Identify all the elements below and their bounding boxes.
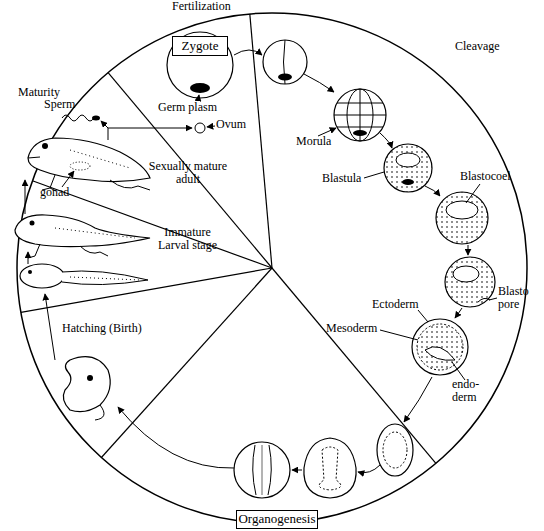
flow-arrow: [292, 470, 302, 471]
hatchling-eye: [87, 375, 93, 381]
sperm-tail: [62, 115, 94, 121]
neural-tube-embryo: [234, 442, 290, 498]
leader-line: [489, 298, 497, 300]
morula: [334, 89, 386, 141]
flow-arrow: [425, 186, 440, 196]
stage-label: Germ plasm: [158, 101, 238, 114]
cleavage-furrow: [334, 89, 386, 141]
stage-label: Blasto pore: [498, 285, 538, 311]
frog-leg: [28, 244, 108, 258]
leader-arrow: [207, 126, 215, 127]
blastocoel-cavity: [446, 201, 478, 219]
neural-fold-embryo: [304, 438, 356, 498]
stage-label: Cleavage: [455, 40, 525, 53]
germ-layer: [417, 324, 463, 370]
stage-box: Organogenesis: [236, 510, 318, 529]
flow-arrow: [404, 377, 432, 422]
box-text: Zygote: [182, 39, 219, 53]
stage-label: gonad: [40, 186, 85, 199]
early-gastrula: [445, 257, 495, 307]
stage-label: Hatching (Birth): [62, 322, 162, 335]
froglet: [15, 215, 150, 247]
sperm-head: [92, 116, 100, 121]
germ-plasm: [402, 179, 414, 185]
frog-leg: [110, 180, 150, 190]
flow-arrow: [25, 180, 26, 214]
neural-fold: [319, 447, 341, 490]
adult-frog: [28, 138, 150, 182]
leader-line: [418, 310, 428, 322]
stage-label: Immature Larval stage: [150, 226, 225, 252]
hatchling: [63, 357, 110, 412]
flow-arrow: [234, 50, 262, 55]
late-gastrula: [412, 319, 468, 375]
tadpole-eye: [28, 270, 32, 274]
frog-eye: [42, 143, 48, 149]
stage-label: Blastocoel: [460, 170, 530, 183]
cycle-circle: [17, 13, 527, 523]
tail-dots: [70, 277, 140, 280]
flow-arrow: [101, 121, 108, 128]
stage-label: Sexually mature adult: [148, 160, 228, 186]
stage-label: endo- derm: [452, 378, 492, 404]
flow-arrow: [118, 407, 234, 468]
zygote-cell: [167, 32, 233, 98]
stage-label: Ovum: [216, 118, 256, 131]
frog-spots: [55, 228, 135, 238]
leader-line: [364, 172, 384, 178]
neural-plate: [383, 432, 407, 468]
frog-eye: [30, 221, 35, 226]
stage-label: Fertilization: [172, 0, 262, 13]
flow-arrow: [28, 252, 29, 264]
ovum-cell: [195, 123, 205, 133]
stage-label: Morula: [296, 135, 346, 148]
blastocoel-cavity: [453, 266, 479, 282]
stage-box: Zygote: [172, 36, 228, 56]
flow-arrow: [380, 133, 392, 148]
flow-arrow: [468, 245, 469, 255]
stage-label: Ectoderm: [372, 298, 432, 311]
leader-line: [380, 330, 418, 340]
tadpole-head: [20, 264, 64, 288]
frog-mouth: [28, 157, 40, 158]
two-cell-stage: [263, 40, 307, 84]
germ-plasm: [278, 74, 292, 81]
flow-arrow: [304, 74, 334, 92]
blastopore: [478, 298, 490, 302]
leader-arrow: [62, 171, 74, 187]
box-text: Organogenesis: [238, 512, 315, 526]
flow-arrow: [108, 128, 192, 140]
neural-folds: [253, 445, 272, 495]
flow-arrow: [45, 294, 55, 360]
leader-line: [466, 184, 480, 203]
flow-arrow: [455, 308, 462, 318]
flow-arrow: [358, 465, 380, 473]
late-blastula: [436, 192, 488, 244]
stage-label: Sperm: [44, 98, 94, 111]
blastula: [384, 144, 432, 192]
germ-plasm: [353, 130, 367, 136]
hatchling-tail: [95, 405, 104, 420]
stage-label: Mesoderm: [326, 322, 386, 335]
sector-line: [101, 268, 272, 458]
tadpole-tail: [62, 271, 148, 285]
neural-groove: [262, 445, 263, 495]
archenteron: [425, 347, 455, 361]
neural-plate-embryo: [377, 424, 413, 476]
frog-spots: [70, 150, 130, 168]
blastocoel-cavity: [396, 153, 420, 167]
germ-plasm: [190, 83, 210, 93]
sector-line: [272, 268, 436, 463]
gonad-outline: [70, 162, 90, 170]
stage-label: Blastula: [322, 172, 377, 185]
